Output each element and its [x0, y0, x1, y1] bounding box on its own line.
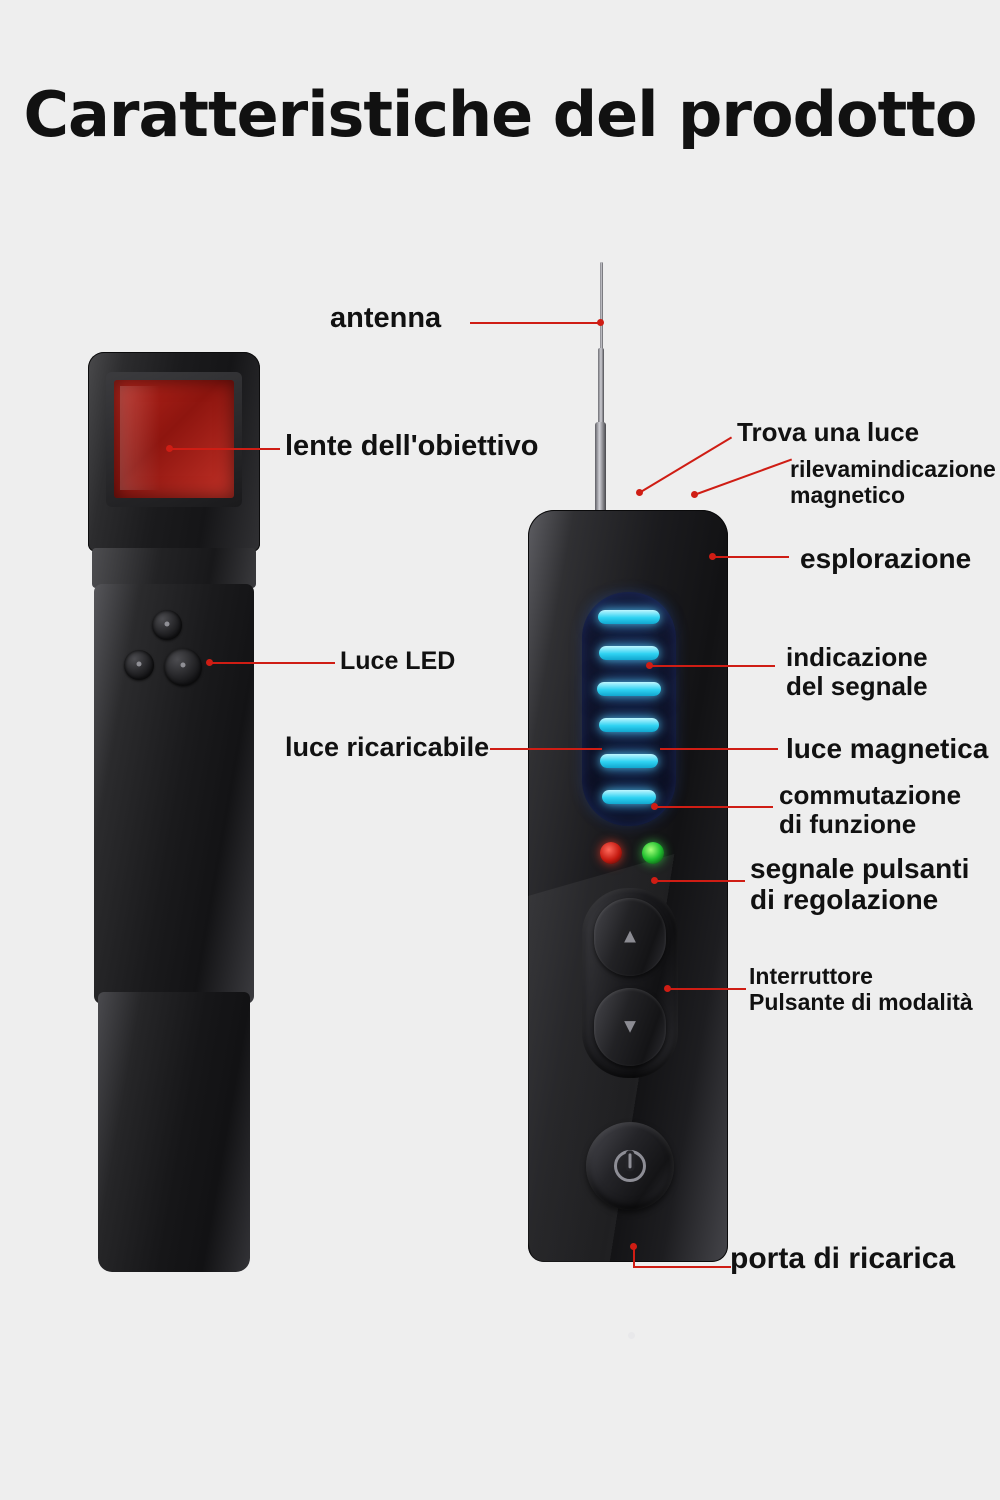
power-icon-bar: [628, 1153, 632, 1169]
callout-label-find-light: Trova una luce: [737, 417, 920, 447]
signal-bar-2: [599, 646, 659, 660]
callout-label-mode-button: Interruttore Pulsante di modalità: [749, 963, 973, 1015]
leader-dot-antenna: [597, 319, 604, 326]
leader-mode-button: [668, 988, 746, 990]
lens-gloss: [120, 386, 160, 490]
leader-charge-port: [633, 1266, 731, 1268]
device-neck-left: [92, 548, 256, 588]
leader-dot-find-light: [636, 489, 643, 496]
signal-bar-6: [602, 790, 656, 804]
leader-function-switch: [655, 806, 773, 808]
power-mode-button[interactable]: [586, 1122, 674, 1210]
callout-label-function-switch: commutazione di funzione: [779, 780, 962, 840]
leader-dot-charge-port: [630, 1243, 637, 1250]
leader-dot-signal-adjust: [651, 877, 658, 884]
lens-red-filter: [114, 380, 234, 498]
leader-antenna: [470, 322, 602, 324]
leader-dot-signal-indication: [646, 662, 653, 669]
leader-led: [210, 662, 335, 664]
page-title: Caratteristiche del prodotto: [23, 78, 978, 151]
leader-signal-adjust: [655, 880, 745, 882]
antenna-tip: [600, 262, 603, 352]
function-switch-button[interactable]: ▲: [594, 898, 666, 976]
callout-label-signal-indication: indicazione del segnale: [786, 642, 928, 702]
device-body-lower-left: [98, 992, 250, 1272]
led-cluster: [124, 610, 220, 694]
leader-signal-indication: [650, 665, 775, 667]
callout-label-antenna: antenna: [330, 302, 442, 334]
leader-dot-lens: [166, 445, 173, 452]
charging-port-dot: [628, 1332, 635, 1339]
leader-dot-led: [206, 659, 213, 666]
callout-label-magnetic-detect: rilevamindicazione magnetico: [790, 456, 996, 508]
callout-label-lens: lente dell'obiettivo: [285, 430, 539, 462]
led-lamp-a: [152, 610, 182, 640]
signal-bar-3: [597, 682, 661, 696]
leader-charge-port-vertical: [633, 1246, 635, 1268]
magnetic-indicator-light: [642, 842, 664, 864]
antenna-base-section: [595, 422, 606, 522]
signal-bar-1: [598, 610, 660, 624]
rocker-button-housing[interactable]: ▲ ▼: [582, 888, 678, 1078]
callout-label-charge-port: porta di ricarica: [730, 1242, 956, 1275]
callout-label-scan: esplorazione: [800, 543, 972, 574]
led-lamp-b: [124, 650, 154, 680]
callout-label-rechargeable-light: luce ricaricabile: [285, 732, 490, 762]
leader-rechargeable-light: [490, 748, 602, 750]
antenna-mid-section: [598, 348, 604, 428]
signal-adjust-button[interactable]: ▼: [594, 988, 666, 1066]
leader-dot-magnetic-detect: [691, 491, 698, 498]
led-lamp-c: [164, 648, 202, 686]
device-front-view: [88, 352, 260, 1272]
callout-label-signal-adjust: segnale pulsanti di regolazione: [750, 853, 970, 916]
signal-bar-5: [600, 754, 658, 768]
leader-magnetic-light: [660, 748, 778, 750]
leader-dot-scan: [709, 553, 716, 560]
leader-dot-mode-button: [664, 985, 671, 992]
callout-label-led: Luce LED: [340, 647, 456, 675]
leader-dot-function-switch: [651, 803, 658, 810]
charging-indicator-light: [600, 842, 622, 864]
signal-bar-4: [599, 718, 659, 732]
power-icon-ring: [614, 1150, 646, 1182]
leader-scan: [713, 556, 789, 558]
callout-label-magnetic-light: luce magnetica: [786, 733, 989, 764]
leader-lens: [170, 448, 280, 450]
signal-indicator-panel: [582, 592, 676, 826]
device-back-view: ▲ ▼: [520, 262, 740, 1339]
